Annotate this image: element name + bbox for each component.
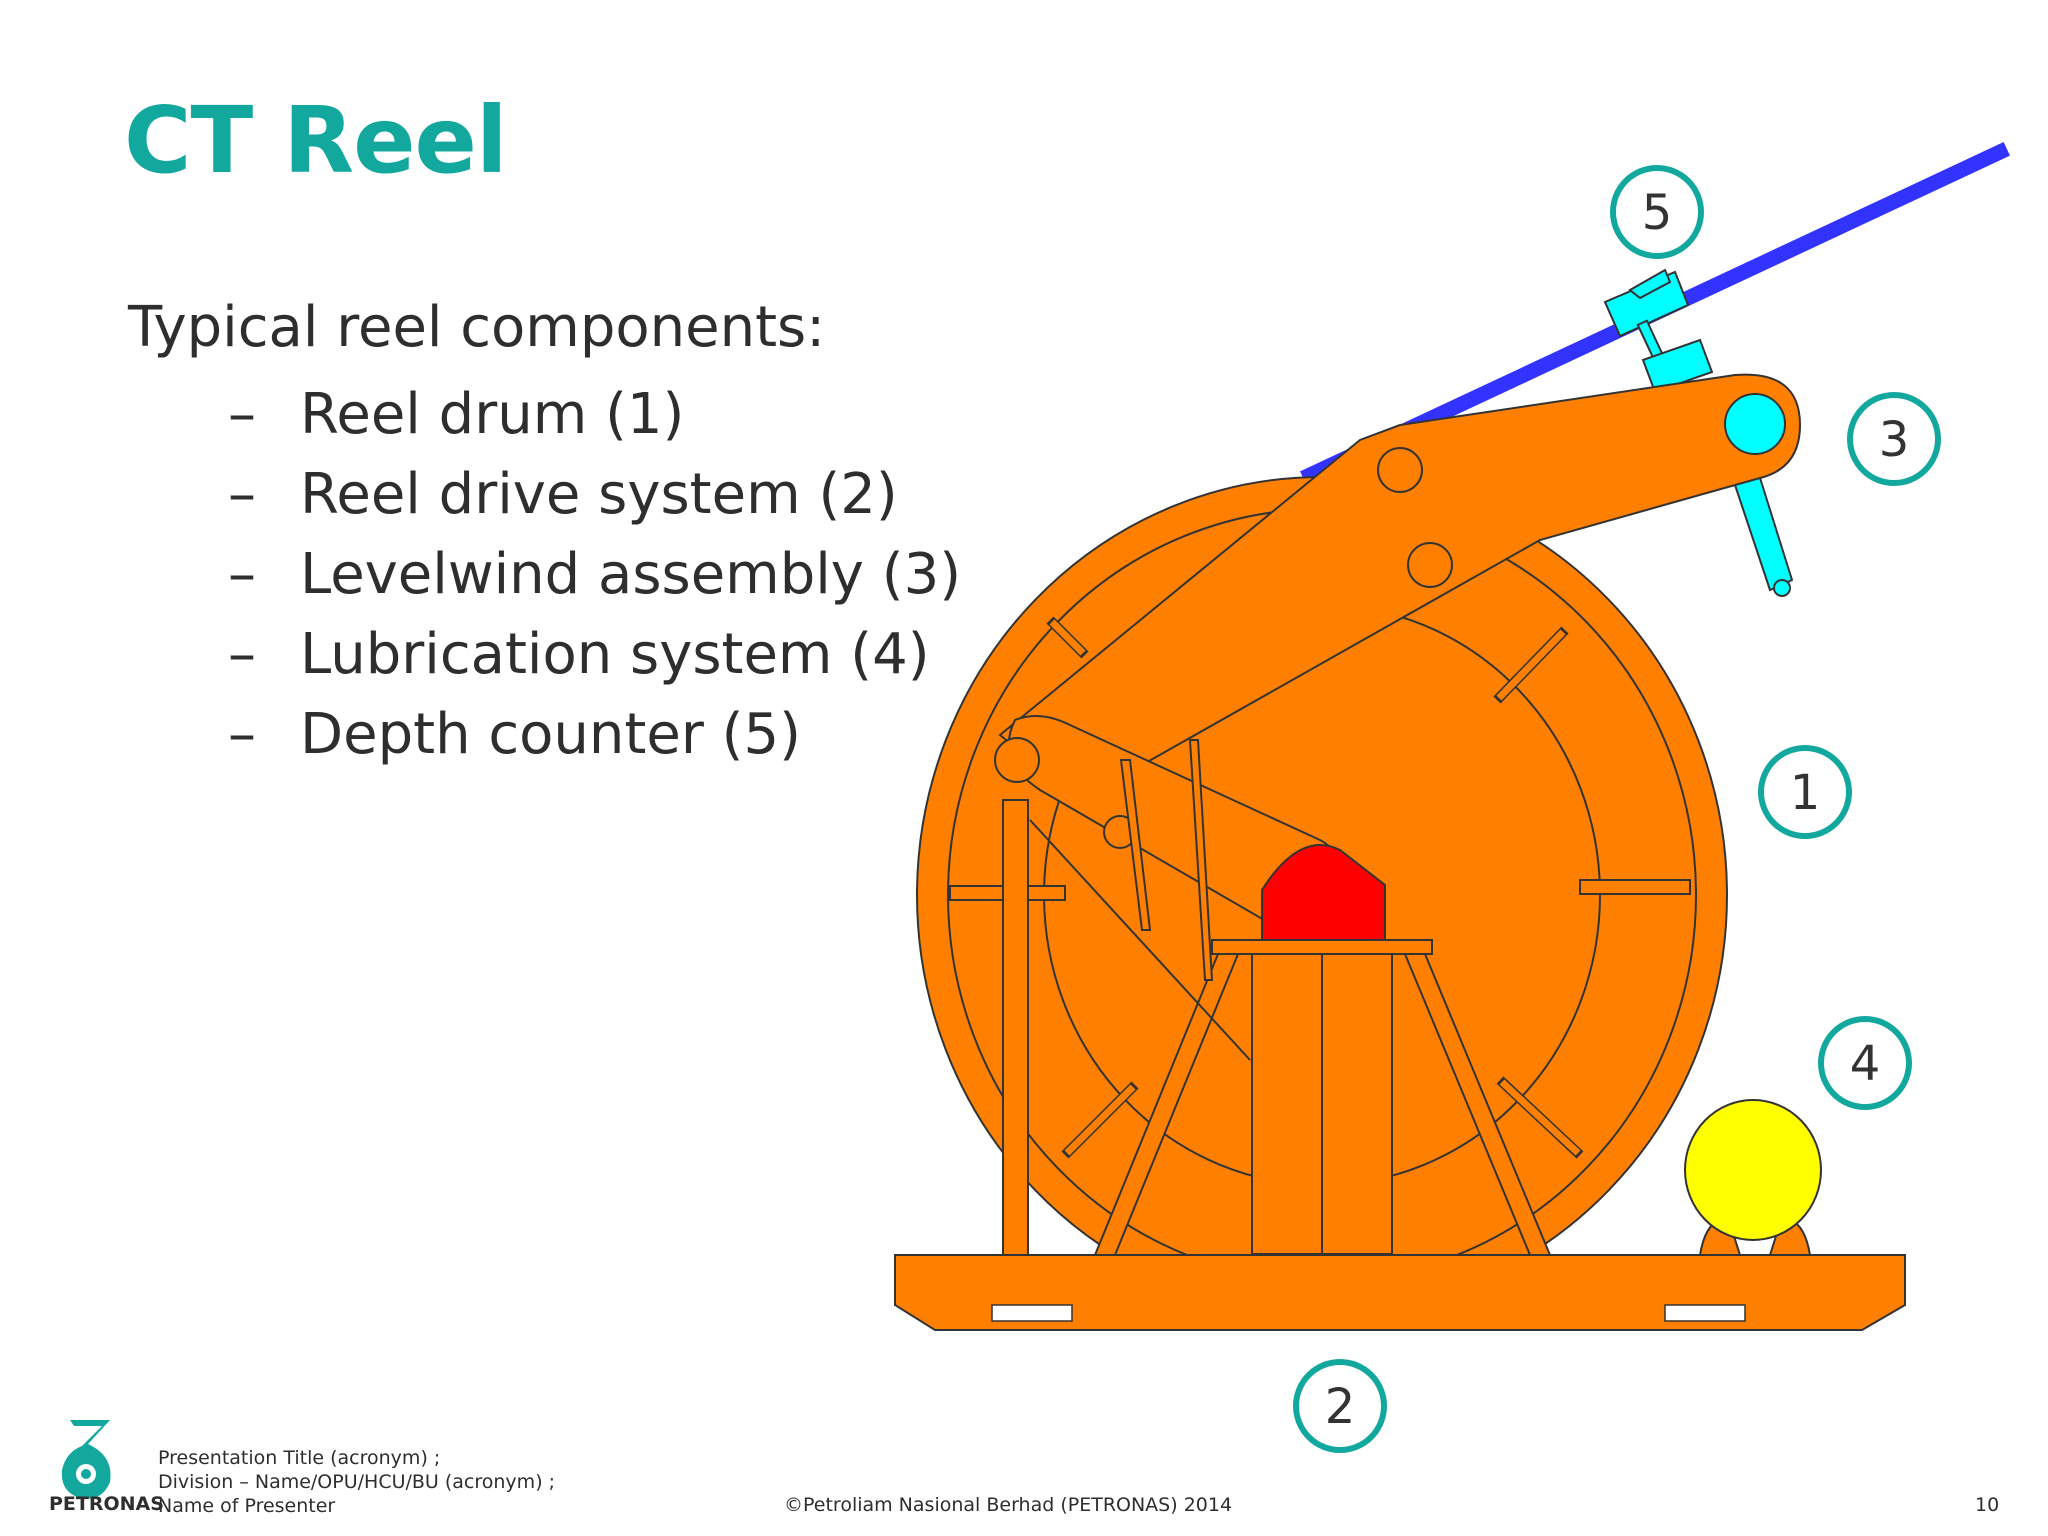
drive-mount xyxy=(1261,844,1386,941)
logo-wordmark: PETRONAS xyxy=(49,1493,164,1515)
callout-label: 2 xyxy=(1325,1379,1356,1435)
copyright-notice: ©Petroliam Nasional Berhad (PETRONAS) 20… xyxy=(784,1494,1233,1516)
callout-2: 2 xyxy=(1293,1359,1387,1453)
list-item: –Depth counter (5) xyxy=(228,695,961,775)
intro-text: Typical reel components: xyxy=(128,295,826,360)
bullet-text: Levelwind assembly (3) xyxy=(300,542,962,607)
bullet-text: Lubrication system (4) xyxy=(300,622,930,687)
bullet-dash: – xyxy=(228,382,256,447)
bullet-text: Reel drive system (2) xyxy=(300,462,898,527)
page-number: 10 xyxy=(1975,1494,2000,1516)
callout-1: 1 xyxy=(1758,745,1852,839)
slide-title: CT Reel xyxy=(124,87,507,194)
bullet-dash: – xyxy=(228,622,256,687)
list-item: –Levelwind assembly (3) xyxy=(228,535,961,615)
presenter-name: Name of Presenter xyxy=(158,1495,336,1517)
division-name: Division – Name/OPU/HCU/BU (acronym) ; xyxy=(158,1471,556,1493)
component-list: –Reel drum (1) –Reel drive system (2) –L… xyxy=(228,375,961,775)
callout-label: 1 xyxy=(1790,765,1821,821)
bullet-text: Reel drum (1) xyxy=(300,382,685,447)
callout-3: 3 xyxy=(1847,392,1941,486)
bullet-text: Depth counter (5) xyxy=(300,702,801,767)
callout-label: 4 xyxy=(1850,1036,1881,1092)
bullet-dash: – xyxy=(228,702,256,767)
support-frame xyxy=(1002,739,1552,1256)
petronas-logo-icon xyxy=(44,1398,144,1528)
forklift-pocket xyxy=(991,1304,1073,1322)
drive-arms xyxy=(994,373,1802,937)
lubrication-tank xyxy=(1684,1099,1822,1256)
bullet-dash: – xyxy=(228,462,256,527)
presentation-title: Presentation Title (acronym) ; xyxy=(158,1447,441,1469)
list-item: –Lubrication system (4) xyxy=(228,615,961,695)
callout-4: 4 xyxy=(1818,1016,1912,1110)
callout-label: 3 xyxy=(1879,412,1910,468)
list-item: –Reel drive system (2) xyxy=(228,455,961,535)
callout-5: 5 xyxy=(1610,165,1704,259)
list-item: –Reel drum (1) xyxy=(228,375,961,455)
forklift-pocket xyxy=(1664,1304,1746,1322)
skid-base xyxy=(894,1254,1906,1331)
presentation-info: Presentation Title (acronym) ; Division … xyxy=(158,1446,555,1518)
callout-label: 5 xyxy=(1642,185,1673,241)
bullet-dash: – xyxy=(228,542,256,607)
